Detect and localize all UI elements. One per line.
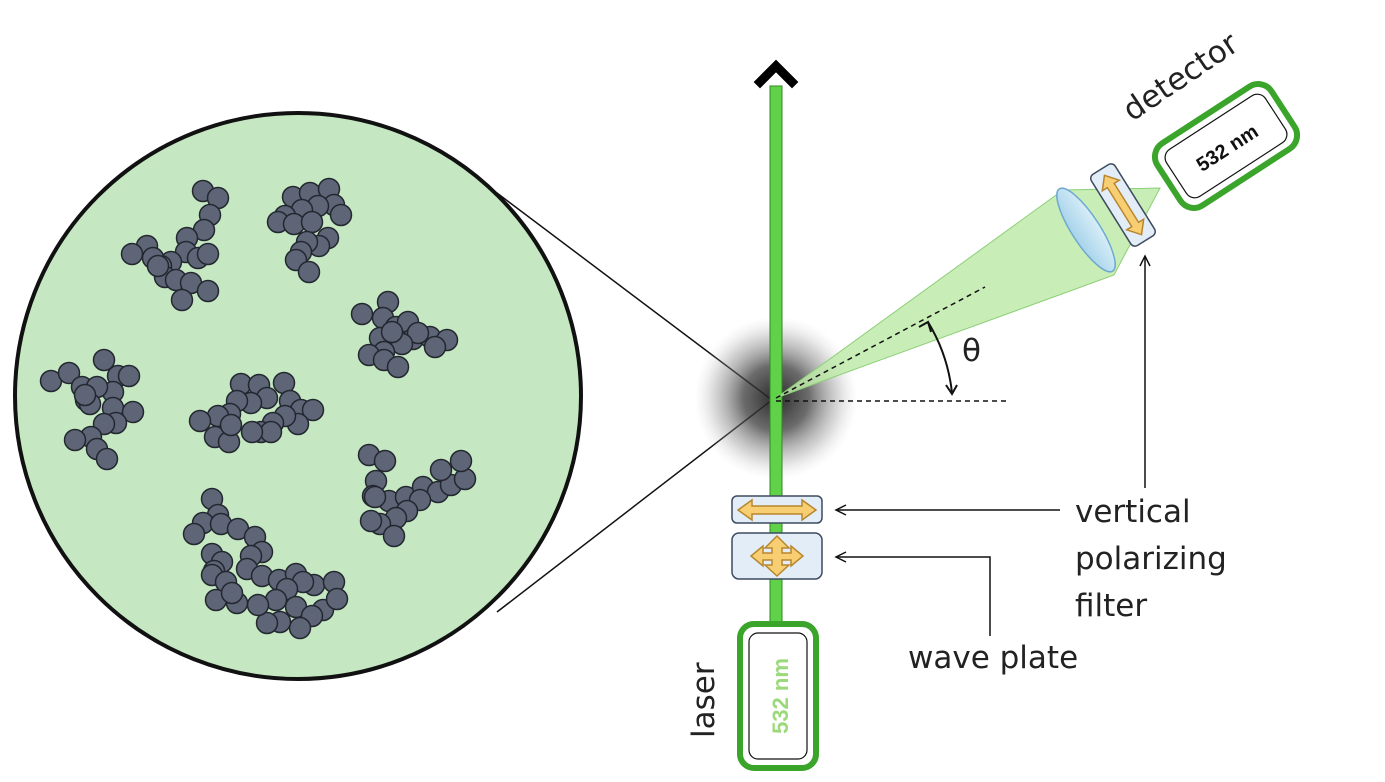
wave-plate-label: wave plate [908, 640, 1078, 676]
particle [63, 428, 87, 452]
particle [350, 302, 374, 326]
particle [288, 616, 312, 640]
particle [373, 449, 397, 473]
wave-plate-icon [731, 532, 823, 580]
particle [188, 409, 212, 433]
particle [95, 447, 119, 471]
particle [380, 320, 404, 344]
particle [196, 279, 220, 303]
particle [406, 321, 430, 345]
angle-label: θ [962, 333, 981, 369]
particle [429, 458, 453, 482]
particle [325, 587, 349, 611]
polarizer-icon [1090, 163, 1156, 247]
vertical-filter-label-2: polarizing [1075, 541, 1227, 577]
detector-icon: 532 nm [1151, 81, 1301, 211]
particle [170, 288, 194, 312]
particle [196, 242, 220, 266]
vertical-filter-label-3: filter [1075, 588, 1147, 624]
particle [423, 335, 447, 359]
laser-wavelength: 532 nm [768, 658, 793, 734]
filter-pointer-arrows [834, 254, 1151, 516]
particle [329, 203, 353, 227]
scattered-light-cone [775, 187, 1161, 399]
vertical-polarizer-icon [731, 495, 823, 524]
particle [359, 509, 383, 533]
particle [120, 242, 144, 266]
particle [259, 420, 283, 444]
particle [386, 355, 410, 379]
reference-line-scatter [775, 286, 986, 399]
particle [297, 260, 321, 284]
particle [92, 348, 116, 372]
particle [73, 383, 97, 407]
particle [382, 524, 406, 548]
wave-plate-pointer-arrow [834, 551, 991, 636]
particle [363, 485, 387, 509]
particle [240, 420, 264, 444]
magnified-inset [13, 111, 583, 681]
particle [219, 413, 243, 437]
particle [117, 364, 141, 388]
particle [182, 522, 206, 546]
particle [121, 400, 145, 424]
angle-arc [918, 320, 958, 396]
beam-direction-arrowhead [753, 59, 799, 89]
particle [57, 361, 81, 385]
particle [220, 581, 244, 605]
laser-source-icon: 532 nm [737, 621, 819, 771]
vertical-filter-label: vertical [1075, 494, 1191, 530]
laser-label: laser [686, 662, 722, 738]
particle-clusters [39, 177, 477, 640]
particle [255, 611, 279, 635]
particle [301, 398, 325, 422]
particle [300, 210, 324, 234]
particle [246, 593, 270, 617]
particle [146, 254, 170, 278]
particle [449, 449, 473, 473]
lens-icon [1056, 187, 1116, 273]
